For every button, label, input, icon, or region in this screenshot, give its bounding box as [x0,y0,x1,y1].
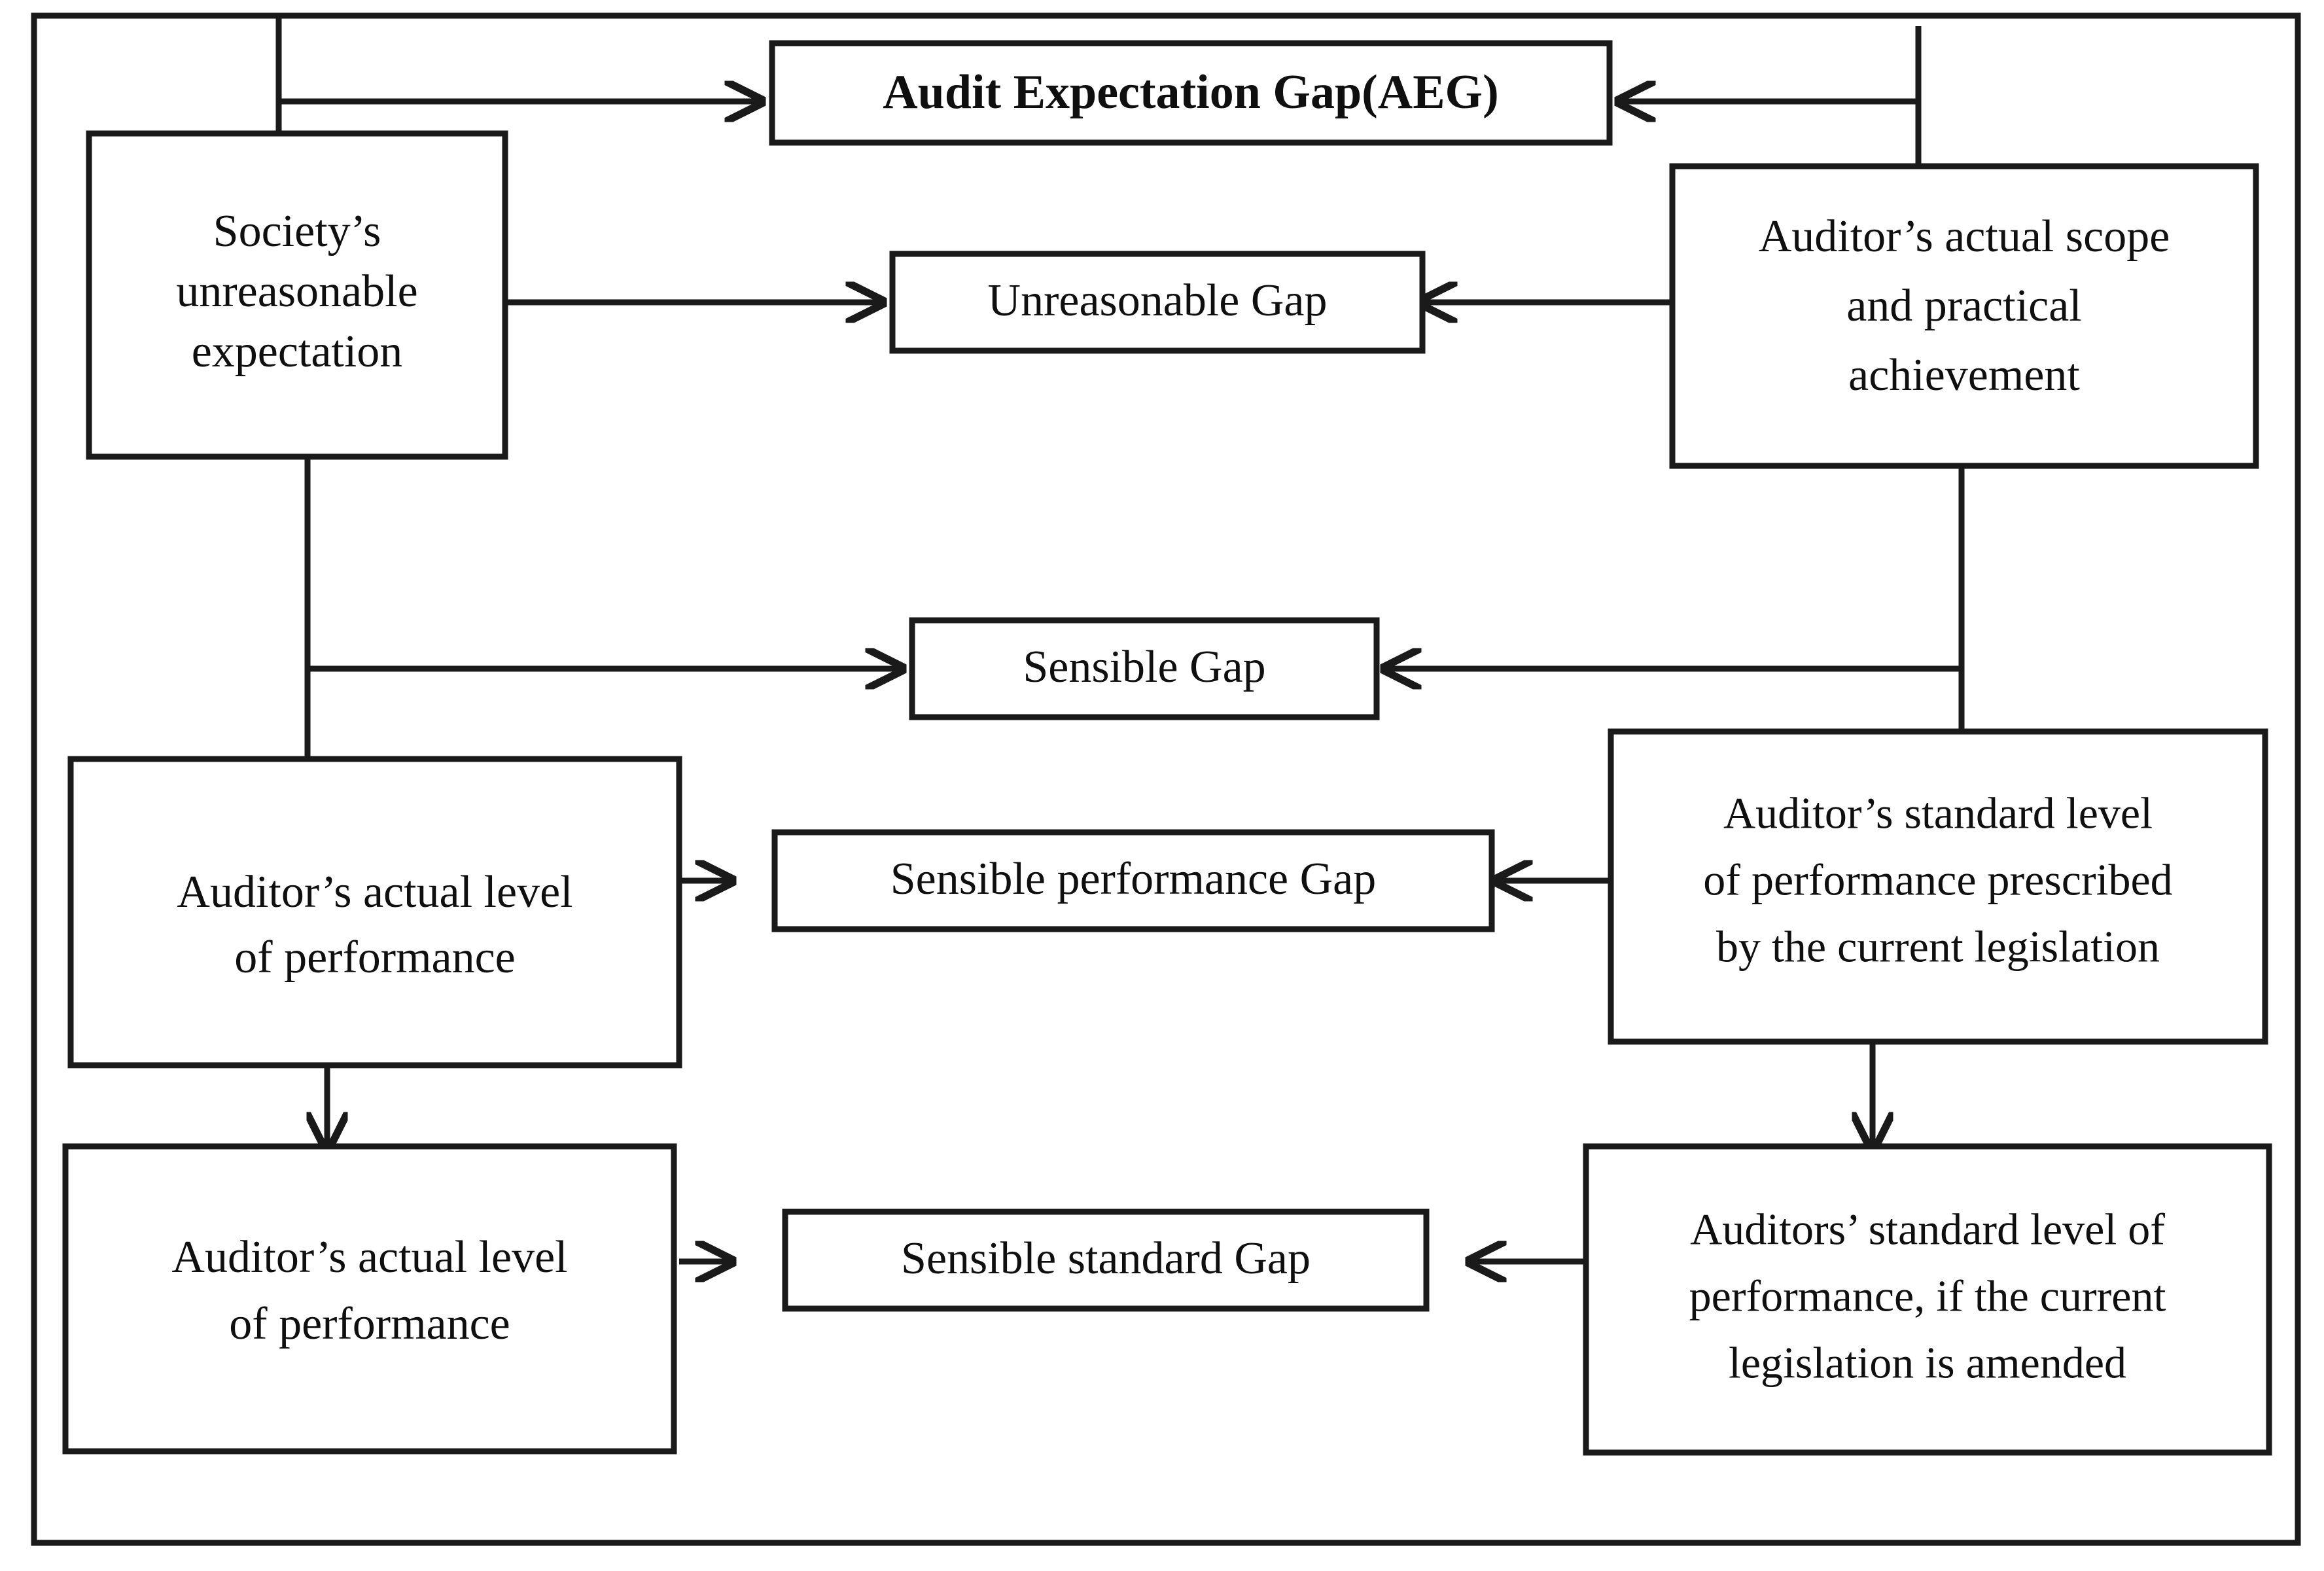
node-label-standard-line3: by the current legislation [1716,922,2160,972]
node-label-actual-bottom-line2: of performance [229,1299,510,1349]
node-label-standard-line1: Auditor’s standard level [1723,788,2153,838]
node-label-actual-bottom-line1: Auditor’s actual level [171,1232,567,1282]
node-society-unreasonable-expectation[interactable]: Society’s unreasonable expectation [86,130,508,460]
node-label-aeg: Audit Expectation Gap(AEG) [883,65,1499,119]
node-label-amended-line2: performance, if the current [1689,1271,2166,1321]
node-label-amended-line3: legislation is amended [1729,1338,2126,1388]
node-label-sensible-gap: Sensible Gap [1023,642,1265,692]
node-label-unreasonable-gap: Unreasonable Gap [988,275,1328,326]
node-label-society-line1: Society’s [213,206,381,256]
node-label-actual-mid-line2: of performance [234,932,515,983]
outer-frame [31,12,2301,1546]
node-auditors-standard-amended[interactable]: Auditors’ standard level of performance,… [1583,1143,2272,1456]
node-label-standard-line2: of performance prescribed [1703,855,2172,905]
node-label-sensible-performance-gap: Sensible performance Gap [890,854,1377,904]
node-auditor-actual-level-middle[interactable]: Auditor’s actual level of performance [67,756,682,1068]
node-label-sensible-standard-gap: Sensible standard Gap [901,1233,1311,1284]
node-label-society-line3: expectation [192,327,403,377]
node-audit-expectation-gap[interactable]: Audit Expectation Gap(AEG) [769,40,1613,146]
node-auditor-actual-scope[interactable]: Auditor’s actual scope and practical ach… [1669,163,2259,469]
node-label-actual-mid-line1: Auditor’s actual level [177,867,572,917]
node-label-society-line2: unreasonable [176,266,417,317]
node-sensible-standard-gap[interactable]: Sensible standard Gap [782,1209,1430,1312]
node-auditor-actual-level-bottom[interactable]: Auditor’s actual level of performance [62,1143,677,1455]
node-label-amended-line1: Auditors’ standard level of [1690,1205,2165,1254]
node-label-scope-line1: Auditor’s actual scope [1759,211,2170,262]
node-auditor-standard-prescribed[interactable]: Auditor’s standard level of performance … [1608,728,2268,1045]
node-label-scope-line2: and practical [1846,281,2082,331]
node-sensible-gap[interactable]: Sensible Gap [909,617,1380,720]
node-unreasonable-gap[interactable]: Unreasonable Gap [889,251,1426,354]
node-sensible-performance-gap[interactable]: Sensible performance Gap [771,829,1495,932]
node-label-scope-line3: achievement [1848,350,2080,400]
connector-lines [275,17,1965,1262]
